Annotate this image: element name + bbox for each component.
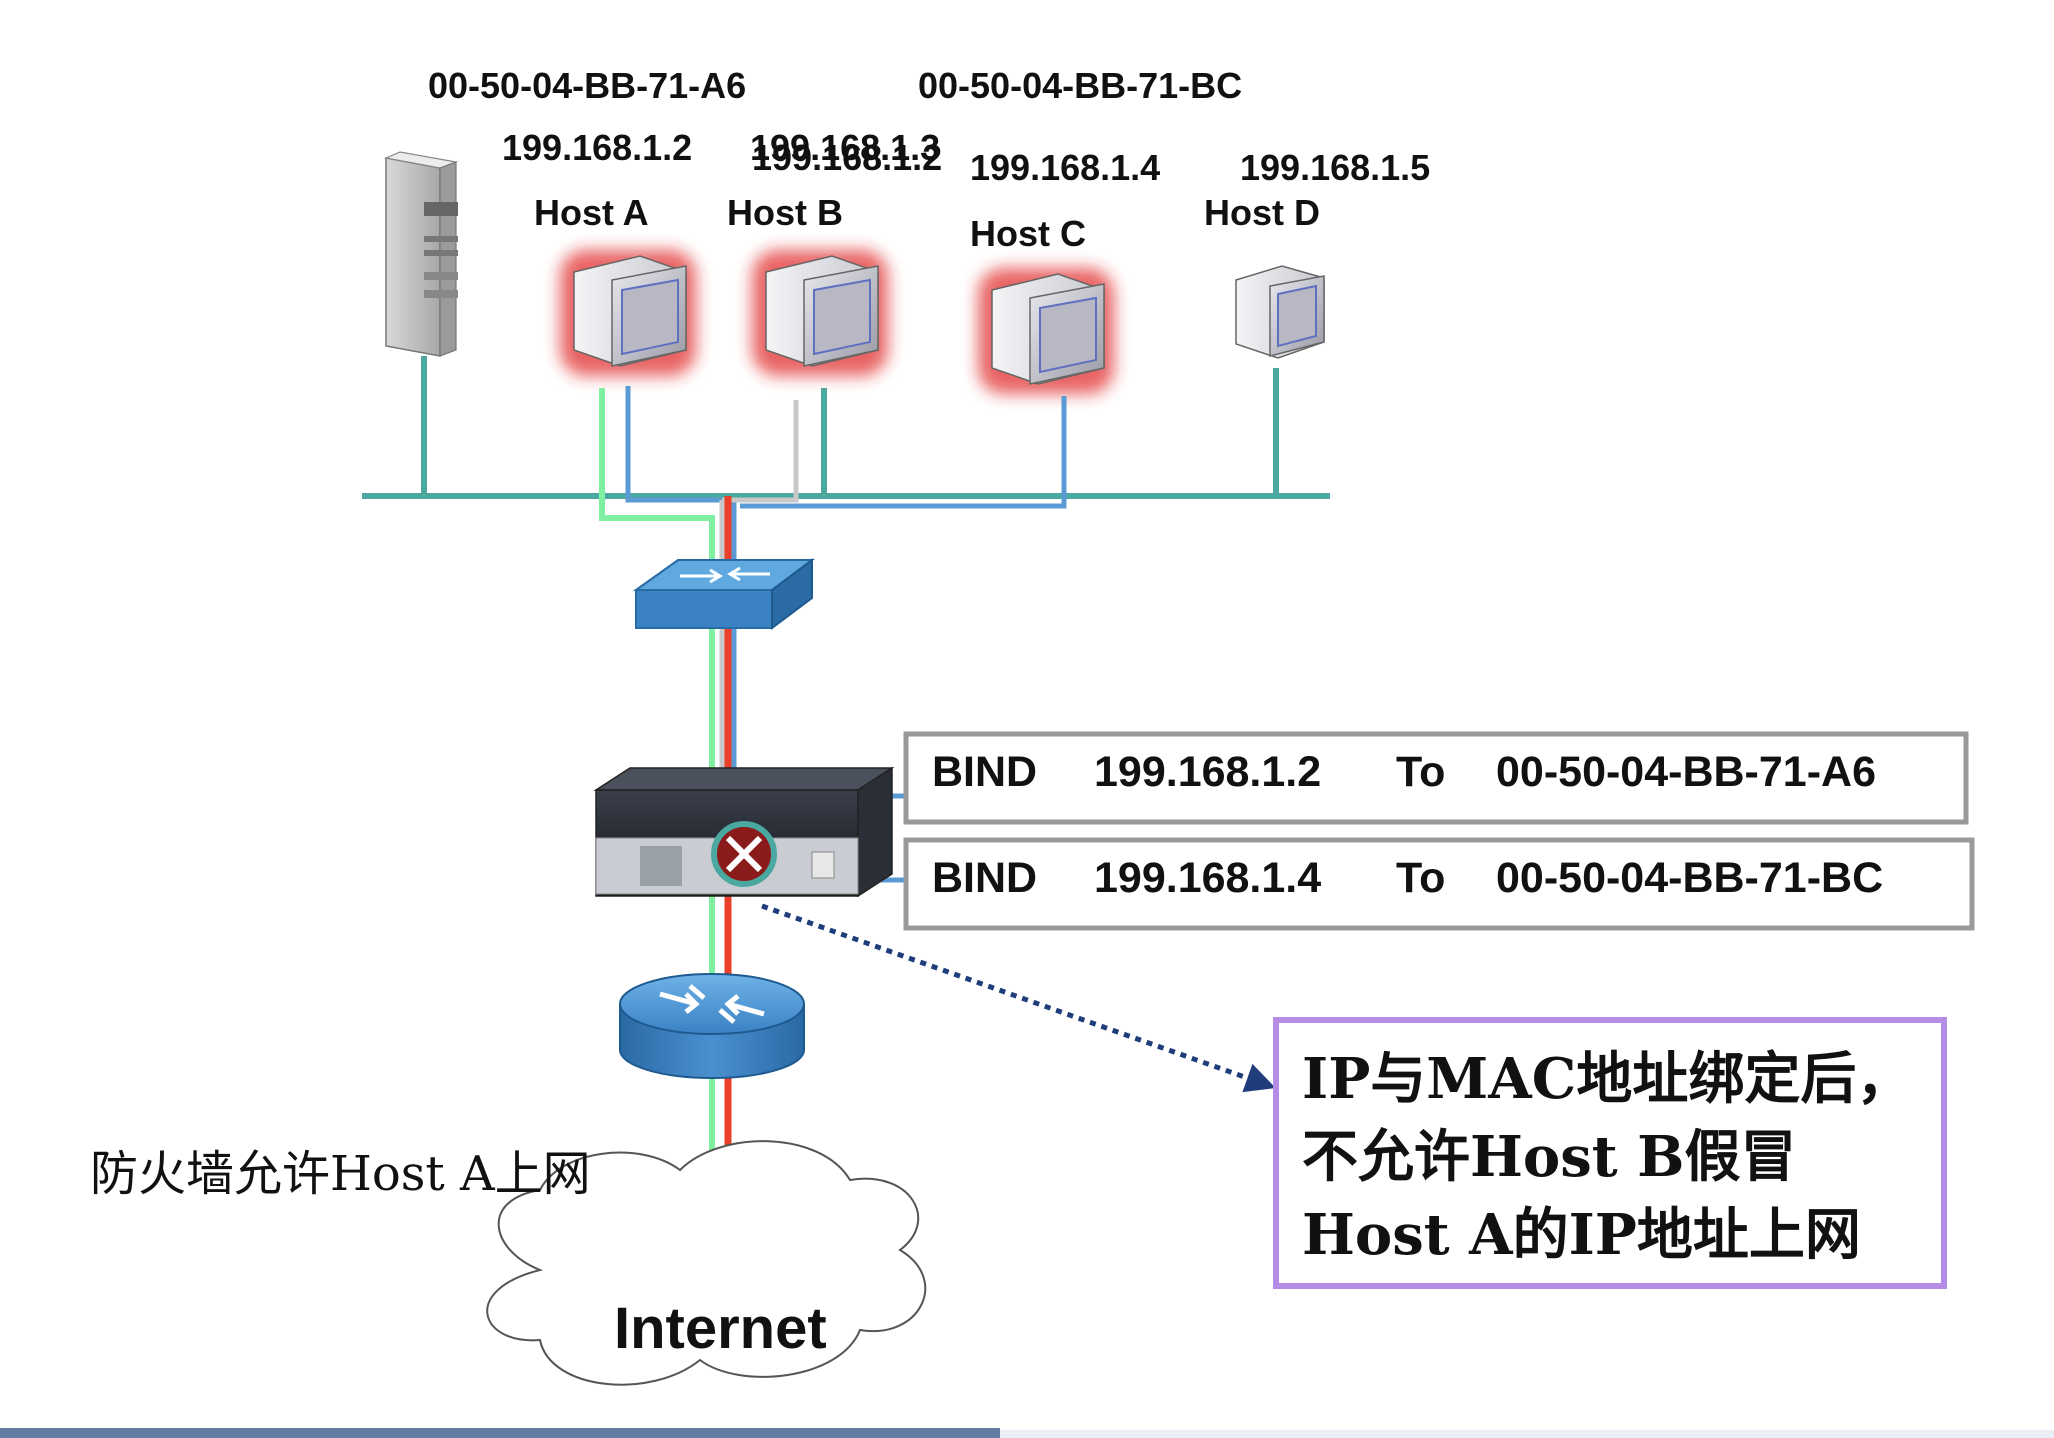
binding-2-ip: 199.168.1.4	[1094, 854, 1321, 902]
mac-label-host-a: 00-50-04-BB-71-A6	[428, 65, 746, 106]
ip-label-host-d: 199.168.1.5	[1240, 147, 1430, 188]
binding-1-mac: 00-50-04-BB-71-A6	[1496, 748, 1876, 796]
ip-label-host-a: 199.168.1.2	[502, 127, 692, 168]
router-icon	[619, 973, 805, 1079]
binding-2-keyword: BIND	[932, 854, 1037, 902]
switch-icon	[632, 558, 815, 630]
callout-line-2: 不允许Host B假冒	[1302, 1124, 1796, 1190]
binding-box-1: BIND 199.168.1.2 To 00-50-04-BB-71-A6	[903, 731, 1969, 825]
binding-1-keyword: BIND	[932, 748, 1037, 796]
host-b-icon	[752, 250, 888, 376]
host-name-c: Host C	[970, 213, 1086, 254]
internet-label: Internet	[614, 1296, 827, 1361]
binding-box-2: BIND 199.168.1.4 To 00-50-04-BB-71-BC	[903, 837, 1975, 931]
host-c-icon	[978, 268, 1114, 394]
host-d-icon	[1235, 265, 1325, 359]
binding-1-to: To	[1396, 748, 1445, 796]
callout-box: IP与MAC地址绑定后， 不允许Host B假冒 Host A的IP地址上网	[1273, 1017, 1947, 1289]
binding-2-to: To	[1396, 854, 1445, 902]
callout-line-3: Host A的IP地址上网	[1302, 1202, 1861, 1268]
bottom-decor-strip	[0, 1428, 2054, 1438]
binding-2-mac: 00-50-04-BB-71-BC	[1496, 854, 1883, 902]
host-a-icon	[560, 250, 696, 376]
binding-1-ip: 199.168.1.2	[1094, 748, 1321, 796]
cloud-icon	[486, 1140, 927, 1386]
host-name-b: Host B	[727, 192, 843, 233]
dotted-arrow	[761, 903, 1276, 1093]
host-name-a: Host A	[534, 192, 649, 233]
lan-bus	[362, 356, 1330, 499]
firewall-note: 防火墙允许Host A上网	[90, 1146, 591, 1202]
server-icon	[383, 151, 459, 357]
ip-label-host-c: 199.168.1.4	[970, 147, 1160, 188]
ip-label-host-b: 199.168.1.3	[750, 127, 940, 168]
host-name-d: Host D	[1204, 192, 1320, 233]
block-x-icon	[711, 821, 777, 887]
mac-label-host-c: 00-50-04-BB-71-BC	[918, 65, 1242, 106]
ip-label-host-b-spoofed: 199.168.1.2	[752, 137, 942, 178]
callout-line-1: IP与MAC地址绑定后，	[1302, 1046, 1912, 1112]
